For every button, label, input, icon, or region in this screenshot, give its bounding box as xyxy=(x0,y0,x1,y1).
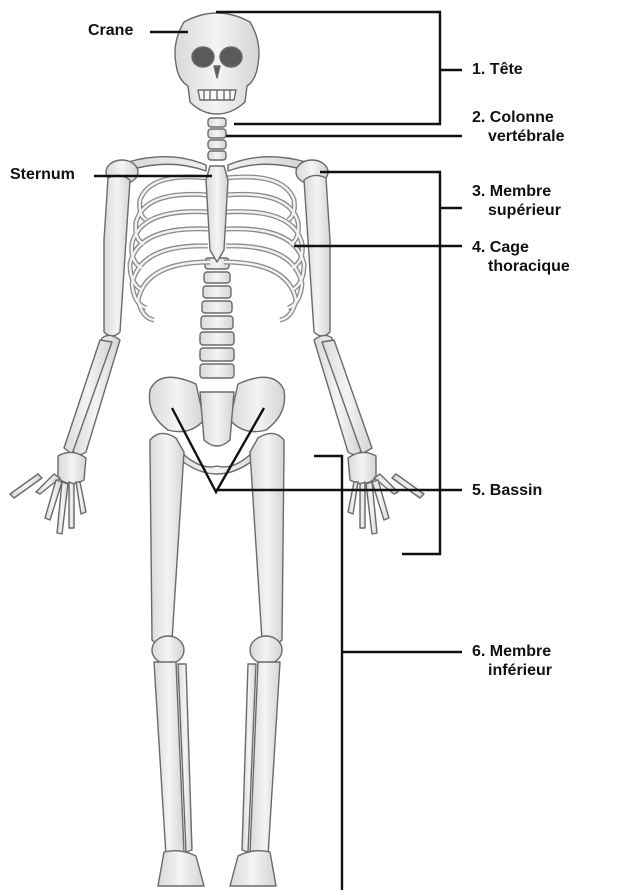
sternum-bone xyxy=(206,166,228,262)
label-membre-superieur: 3. Membre supérieur xyxy=(472,182,561,220)
label-membre-inferieur-line2: inférieur xyxy=(472,661,552,680)
label-sternum: Sternum xyxy=(10,165,75,184)
label-colonne: 2. Colonne vertébrale xyxy=(472,108,565,146)
right-femur xyxy=(250,433,284,644)
left-knee xyxy=(152,636,184,664)
left-hand xyxy=(10,452,86,534)
label-cage-thoracique: 4. Cage thoracique xyxy=(472,238,570,276)
label-membre-inferieur: 6. Membre inférieur xyxy=(472,642,552,680)
right-foot xyxy=(230,851,276,886)
right-hand xyxy=(348,452,424,534)
left-femur xyxy=(150,433,184,644)
right-humerus xyxy=(304,175,330,336)
left-humerus xyxy=(104,175,130,336)
label-bassin: 5. Bassin xyxy=(472,481,542,500)
label-cage-line1: 4. Cage xyxy=(472,238,570,257)
skeleton-illustration xyxy=(10,13,424,886)
label-membre-superieur-line2: supérieur xyxy=(472,201,561,220)
label-colonne-line1: 2. Colonne xyxy=(472,108,565,127)
label-tete: 1. Tête xyxy=(472,60,523,79)
label-crane: Crane xyxy=(88,21,133,40)
label-colonne-line2: vertébrale xyxy=(472,127,565,146)
label-membre-superieur-line1: 3. Membre xyxy=(472,182,561,201)
skull xyxy=(175,13,259,114)
right-knee xyxy=(250,636,282,664)
label-membre-inferieur-line1: 6. Membre xyxy=(472,642,552,661)
left-foot xyxy=(158,851,204,886)
label-cage-line2: thoracique xyxy=(472,257,570,276)
